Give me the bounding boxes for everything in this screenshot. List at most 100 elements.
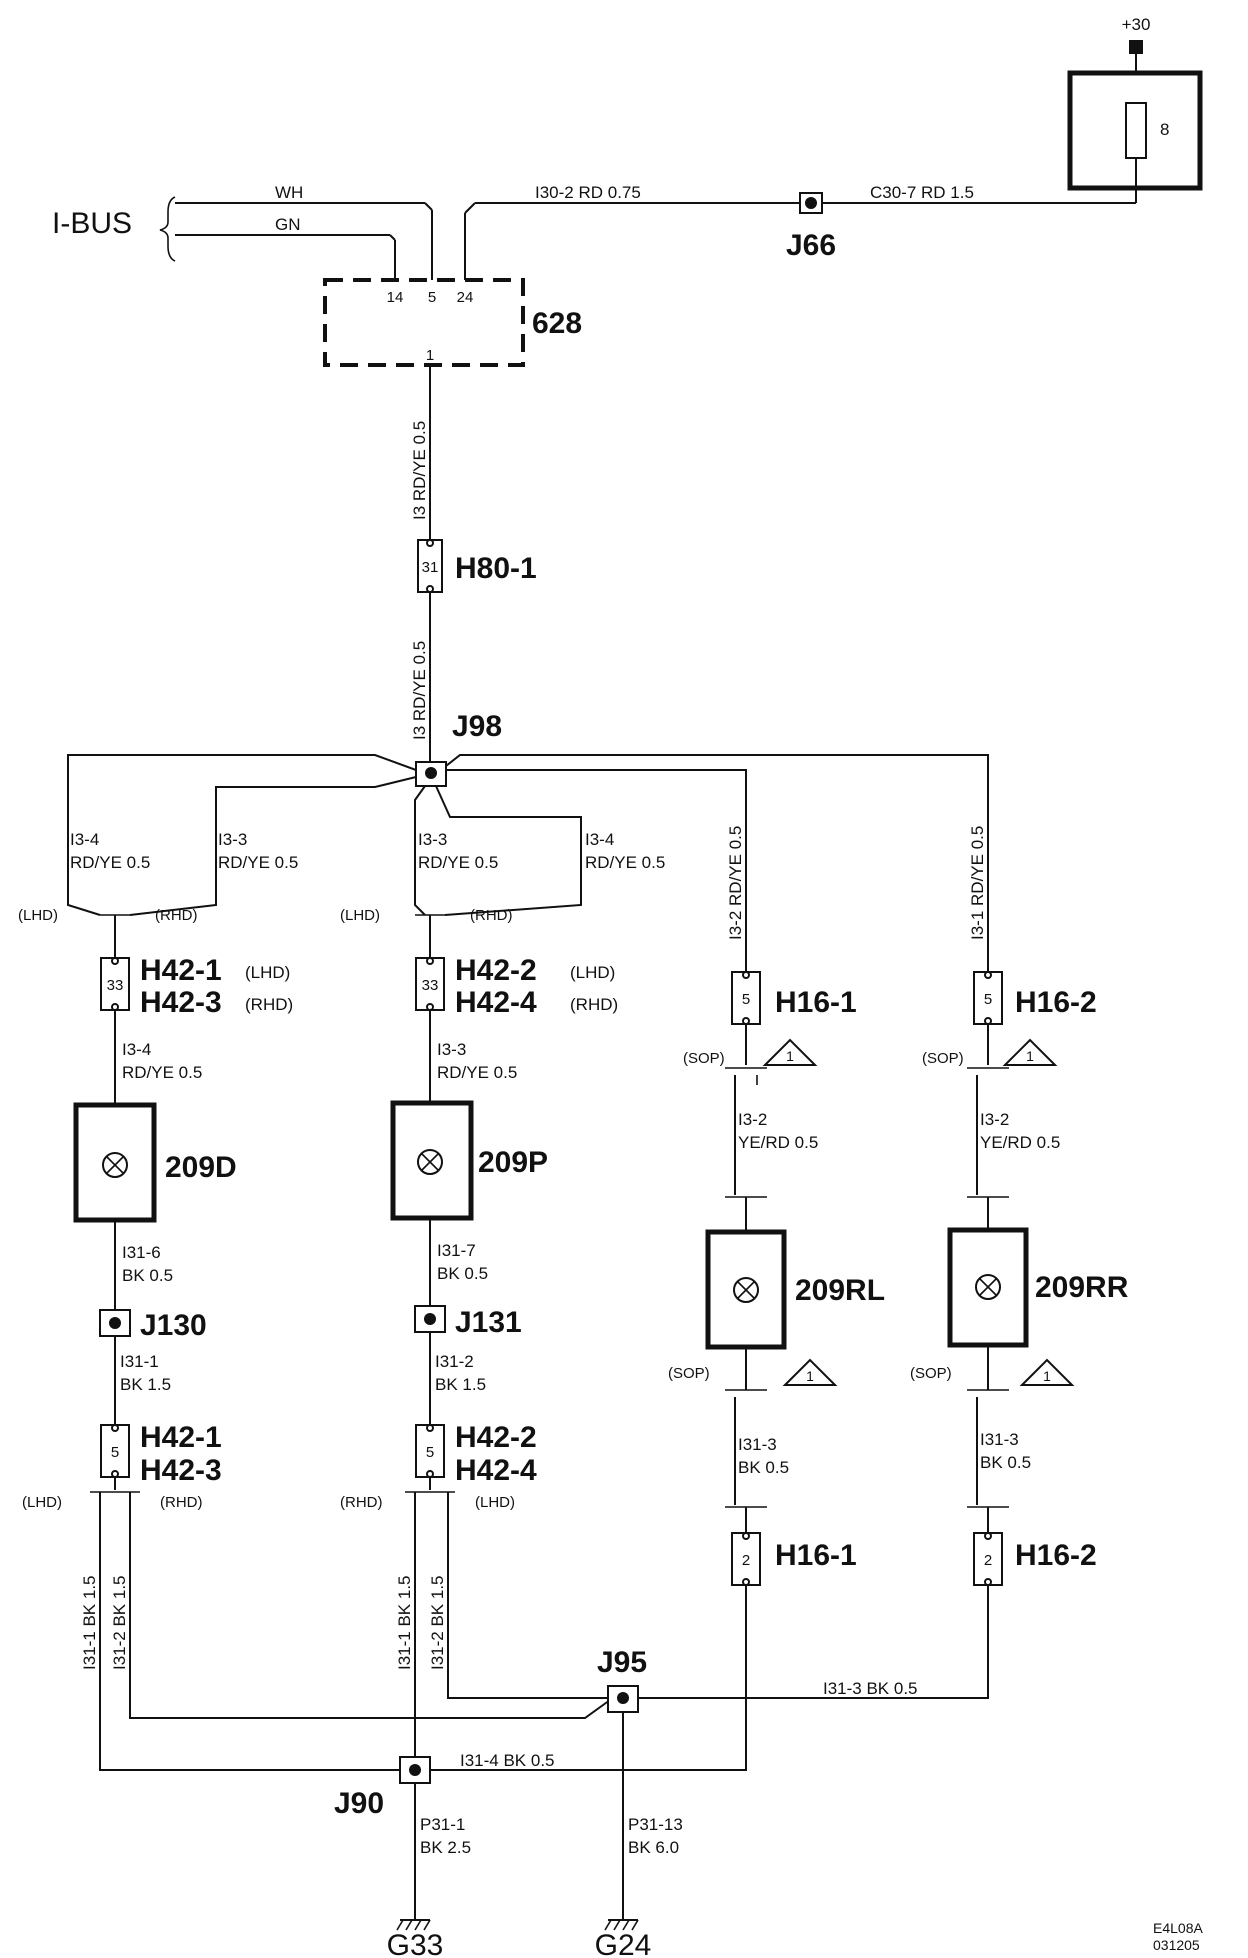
note-triangle-icon: [782, 1358, 838, 1386]
svg-text:(LHD): (LHD): [22, 1494, 62, 1511]
h42-1-label: H42-1: [140, 954, 222, 987]
left-w1-id: I3-4: [70, 830, 99, 849]
rl-wire-top: I3-2 RD/YE 0.5: [726, 826, 745, 940]
h16-2-label: H16-2: [1015, 986, 1097, 1019]
svg-text:5: 5: [742, 991, 750, 1008]
svg-text:(LHD): (LHD): [245, 963, 290, 982]
svg-text:P31-13: P31-13: [628, 1815, 683, 1834]
footer-code: E4L08A: [1153, 1920, 1203, 1936]
note-triangle-icon: [1019, 1358, 1075, 1386]
j130-label: J130: [140, 1309, 207, 1342]
svg-text:I31-1: I31-1: [120, 1352, 159, 1371]
wire-i30-2: I30-2 RD 0.75: [535, 183, 641, 202]
footer-date: 031205: [1153, 1937, 1200, 1953]
junction-j131: [424, 1313, 436, 1325]
note-triangle-icon: [1002, 1038, 1058, 1066]
svg-text:H42-4: H42-4: [455, 1454, 537, 1487]
ibus-label: I-BUS: [52, 207, 132, 240]
left-lhd: (LHD): [18, 907, 58, 924]
svg-text:BK 6.0: BK 6.0: [628, 1838, 679, 1857]
svg-text:1: 1: [806, 1368, 814, 1384]
j131-label: J131: [455, 1306, 522, 1339]
module-628-label: 628: [532, 307, 582, 340]
svg-text:I31-1 BK 1.5: I31-1 BK 1.5: [80, 1575, 99, 1670]
svg-text:YE/RD 0.5: YE/RD 0.5: [980, 1133, 1060, 1152]
module-628: 14 5 24 1 628: [323, 278, 582, 367]
j95-label: J95: [597, 1646, 647, 1679]
svg-text:(RHD): (RHD): [160, 1494, 203, 1511]
svg-text:1: 1: [786, 1048, 794, 1064]
h16-1-label: H16-1: [775, 986, 857, 1019]
svg-text:(SOP): (SOP): [910, 1365, 952, 1382]
svg-text:I31-4 BK 0.5: I31-4 BK 0.5: [460, 1751, 555, 1770]
trunk-wire-lower: I3 RD/YE 0.5: [410, 641, 429, 740]
h80-pin: 31: [422, 559, 439, 576]
h42-4-label: H42-4: [455, 986, 537, 1019]
svg-text:H16-1: H16-1: [775, 1539, 857, 1572]
svg-text:(SOP): (SOP): [683, 1050, 725, 1067]
svg-text:H16-2: H16-2: [1015, 1539, 1097, 1572]
mid-w1-id: I3-3: [418, 830, 447, 849]
ibus-group: I-BUS WH GN: [52, 183, 433, 280]
svg-text:I3-2: I3-2: [980, 1110, 1009, 1129]
g33-label: G33: [387, 1929, 444, 1958]
connector-h42-2-top: [415, 957, 445, 1011]
svg-text:I3-4: I3-4: [122, 1040, 151, 1059]
svg-text:BK 0.5: BK 0.5: [437, 1264, 488, 1283]
svg-text:BK 2.5: BK 2.5: [420, 1838, 471, 1857]
fuse-number: 8: [1160, 120, 1169, 139]
svg-text:33: 33: [107, 977, 124, 994]
left-rhd: (RHD): [155, 907, 198, 924]
junction-j66: [805, 197, 817, 209]
svg-text:2: 2: [742, 1552, 750, 1569]
g24-label: G24: [595, 1929, 652, 1958]
svg-text:(LHD): (LHD): [475, 1494, 515, 1511]
svg-text:H42-1: H42-1: [140, 1421, 222, 1454]
ground-section: J95 I31-3 BK 0.5 P31-13 BK 6.0 J90 I31-4…: [334, 1646, 918, 1958]
lamp-209d-label: 209D: [165, 1151, 237, 1184]
svg-text:BK 0.5: BK 0.5: [738, 1458, 789, 1477]
junction-j130: [109, 1317, 121, 1329]
mid-w1-spec: RD/YE 0.5: [418, 853, 498, 872]
left-w1-spec: RD/YE 0.5: [70, 853, 150, 872]
svg-text:I31-3 BK 0.5: I31-3 BK 0.5: [823, 1679, 918, 1698]
lamp-209rr-label: 209RR: [1035, 1271, 1129, 1304]
svg-text:H42-2: H42-2: [455, 1421, 537, 1454]
svg-text:I3-2: I3-2: [738, 1110, 767, 1129]
svg-text:5: 5: [984, 991, 992, 1008]
svg-text:RD/YE 0.5: RD/YE 0.5: [437, 1063, 517, 1082]
branch-left-labels: I3-4 RD/YE 0.5 I3-3 RD/YE 0.5 (LHD) (RHD…: [18, 830, 298, 924]
pin-1: 1: [426, 347, 434, 364]
svg-text:I31-1 BK 1.5: I31-1 BK 1.5: [395, 1575, 414, 1670]
connector-h42-1-top: [100, 957, 130, 1011]
svg-text:I31-2 BK 1.5: I31-2 BK 1.5: [110, 1575, 129, 1670]
svg-text:1: 1: [1026, 1048, 1034, 1064]
junction-j90: [409, 1764, 421, 1776]
column-rr: 5 H16-2 (SOP) 1 I3-2 YE/RD 0.5 209RR (SO…: [636, 971, 1129, 1699]
svg-text:P31-1: P31-1: [420, 1815, 465, 1834]
power-supply: +30 8: [1067, 15, 1203, 203]
j66-label: J66: [786, 229, 836, 262]
fuse-icon: [1125, 102, 1147, 159]
svg-text:I31-3: I31-3: [980, 1430, 1019, 1449]
svg-text:I31-2: I31-2: [435, 1352, 474, 1371]
svg-text:YE/RD 0.5: YE/RD 0.5: [738, 1133, 818, 1152]
svg-text:RD/YE 0.5: RD/YE 0.5: [122, 1063, 202, 1082]
h42-2-label: H42-2: [455, 954, 537, 987]
ibus-wire-gn: GN: [275, 215, 301, 234]
svg-text:BK 1.5: BK 1.5: [435, 1375, 486, 1394]
trunk-wire-upper: I3 RD/YE 0.5: [410, 421, 429, 520]
ground-icon: [604, 1919, 639, 1931]
svg-text:(SOP): (SOP): [922, 1050, 964, 1067]
mid-lhd: (LHD): [340, 907, 380, 924]
svg-text:I31-2 BK 1.5: I31-2 BK 1.5: [428, 1575, 447, 1670]
mid-w2-spec: RD/YE 0.5: [585, 853, 665, 872]
column-mid: 33 H42-2 (LHD) H42-4 (RHD) I3-3 RD/YE 0.…: [340, 914, 618, 1760]
svg-text:5: 5: [426, 1444, 434, 1461]
h42-3-label: H42-3: [140, 986, 222, 1019]
svg-text:I31-6: I31-6: [122, 1243, 161, 1262]
note-triangle-icon: [762, 1038, 818, 1066]
ibus-wire-wh: WH: [275, 183, 303, 202]
svg-text:BK 1.5: BK 1.5: [120, 1375, 171, 1394]
